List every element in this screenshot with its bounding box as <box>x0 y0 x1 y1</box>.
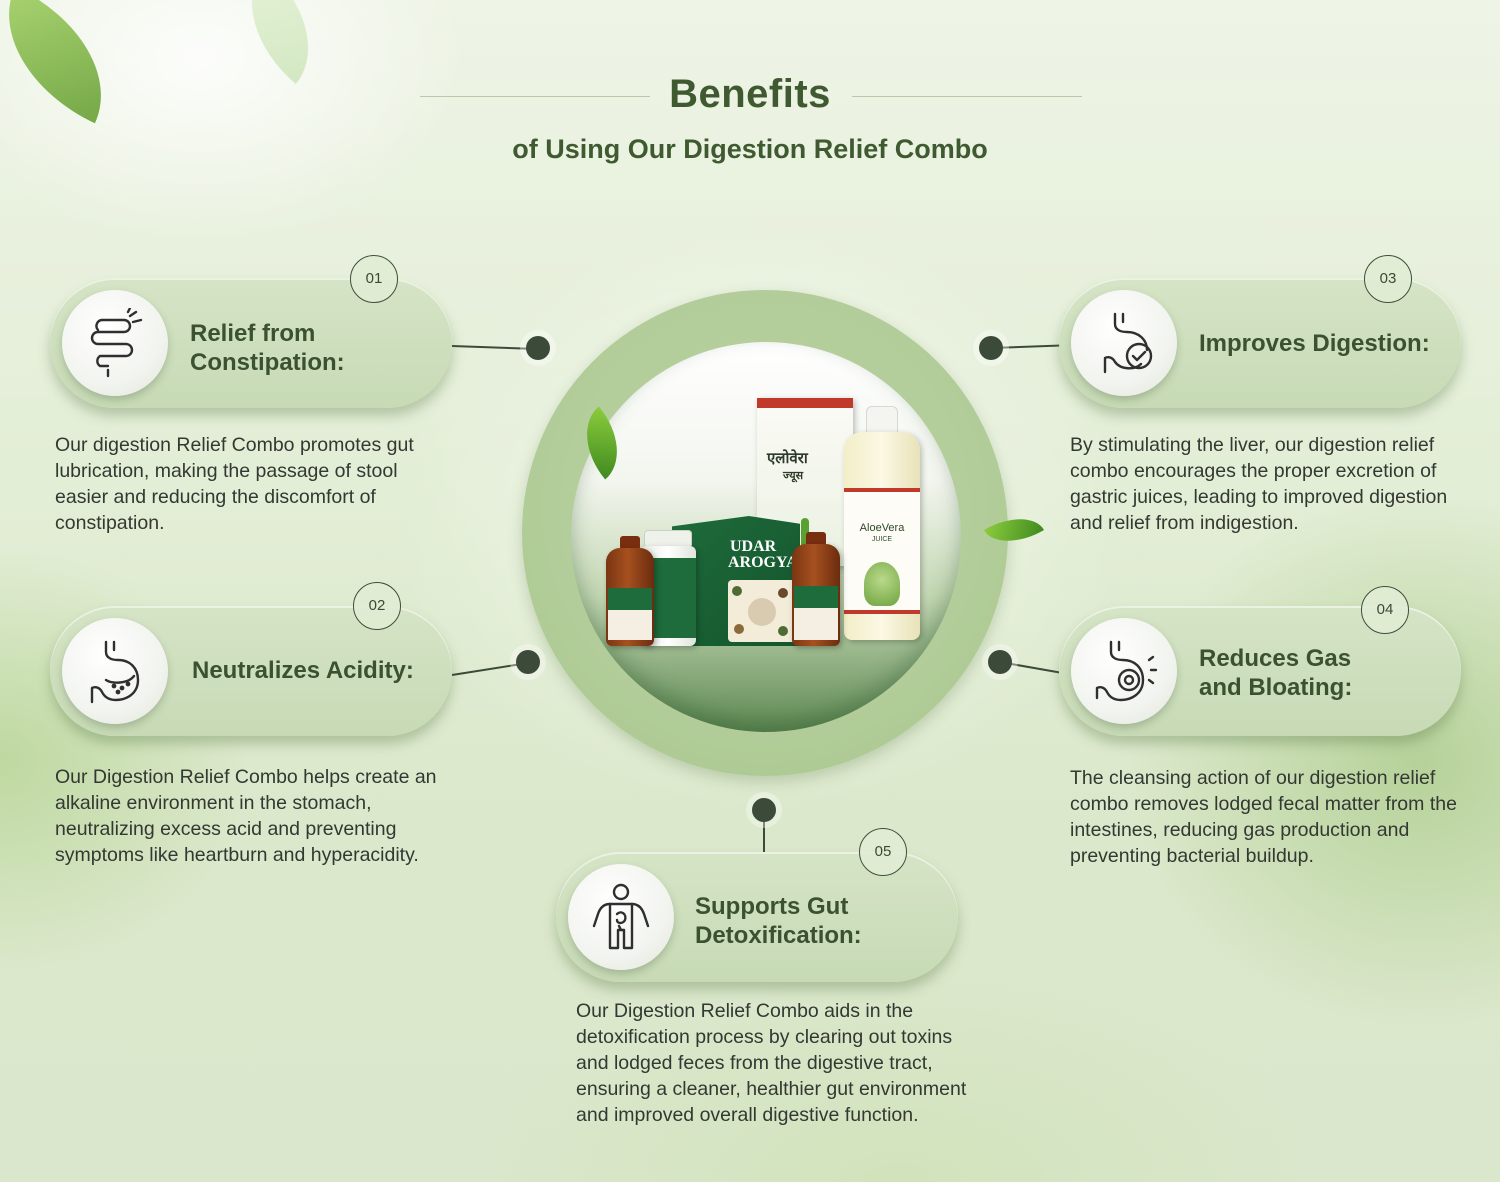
aloe-bottle-label: AloeVera <box>859 522 905 534</box>
benefit-number-04: 04 <box>1361 586 1409 634</box>
body-detox-icon <box>568 864 674 970</box>
benefit-title-04-line2: and Bloating: <box>1199 674 1353 701</box>
benefit-title-05: Supports Gut Detoxification: <box>695 892 862 950</box>
benefit-desc-01: Our digestion Relief Combo promotes gut … <box>55 434 414 534</box>
page-title: Benefits <box>669 72 831 116</box>
amber-bottle-right <box>792 532 840 646</box>
benefit-number-05: 05 <box>859 828 907 876</box>
benefit-desc-02: Our Digestion Relief Combo helps create … <box>55 766 437 866</box>
benefit-title-03: Improves Digestion: <box>1199 329 1430 358</box>
benefit-title-01: Relief from Constipation: <box>190 319 345 377</box>
intestine-icon <box>62 290 168 396</box>
benefit-title-04-line1: Reduces Gas <box>1199 645 1352 672</box>
title-rule-left <box>420 96 650 97</box>
benefit-card-01: Relief from Constipation: <box>50 278 452 408</box>
box-brand-line1: UDAR <box>730 538 777 555</box>
benefit-title-03-line1: Improves Digestion: <box>1199 330 1430 357</box>
benefit-desc-05: Our Digestion Relief Combo aids in the d… <box>576 1000 967 1126</box>
benefit-title-04: Reduces Gas and Bloating: <box>1199 644 1352 702</box>
benefit-title-05-line1: Supports Gut <box>695 893 849 920</box>
benefit-title-01-line1: Relief from <box>190 320 316 347</box>
carton-hindi-label: एलोवेरा <box>767 449 808 467</box>
title-rule-right <box>852 96 1082 97</box>
connector-dot-01 <box>526 336 550 360</box>
benefit-title-02: Neutralizes Acidity: <box>192 656 414 685</box>
benefit-number-03: 03 <box>1364 255 1412 303</box>
benefit-number-02: 02 <box>353 582 401 630</box>
aloe-bottle-sublabel: JUICE <box>871 536 893 543</box>
header: Benefits <box>0 72 1500 117</box>
benefit-card-02: Neutralizes Acidity: <box>50 606 452 736</box>
stomach-check-icon <box>1071 290 1177 396</box>
connector-dot-05 <box>752 798 776 822</box>
stomach-acid-icon <box>62 618 168 724</box>
benefit-card-03: Improves Digestion: <box>1059 278 1461 408</box>
benefit-desc-04: The cleansing action of our digestion re… <box>1070 767 1457 867</box>
benefit-card-05: Supports Gut Detoxification: <box>556 852 958 982</box>
stomach-gas-icon <box>1071 618 1177 724</box>
connector-dot-02 <box>516 650 540 674</box>
carton-hindi-sublabel: ज्यूस <box>783 469 804 482</box>
aloe-vera-carton: एलोवेरा ज्यूस <box>757 398 853 566</box>
benefit-title-01-line2: Constipation: <box>190 349 345 376</box>
amber-bottle-left <box>606 536 654 646</box>
benefit-title-05-line2: Detoxification: <box>695 922 862 949</box>
benefit-title-02-line1: Neutralizes Acidity: <box>192 657 414 684</box>
box-brand-line2: AROGYA <box>728 554 798 571</box>
benefit-number-01: 01 <box>350 255 398 303</box>
aloe-vera-bottle: AloeVera JUICE <box>842 406 922 640</box>
page-subtitle: of Using Our Digestion Relief Combo <box>512 134 988 164</box>
connector-dot-04 <box>988 650 1012 674</box>
benefit-desc-03: By stimulating the liver, our digestion … <box>1070 434 1448 534</box>
connector-dot-03 <box>979 336 1003 360</box>
